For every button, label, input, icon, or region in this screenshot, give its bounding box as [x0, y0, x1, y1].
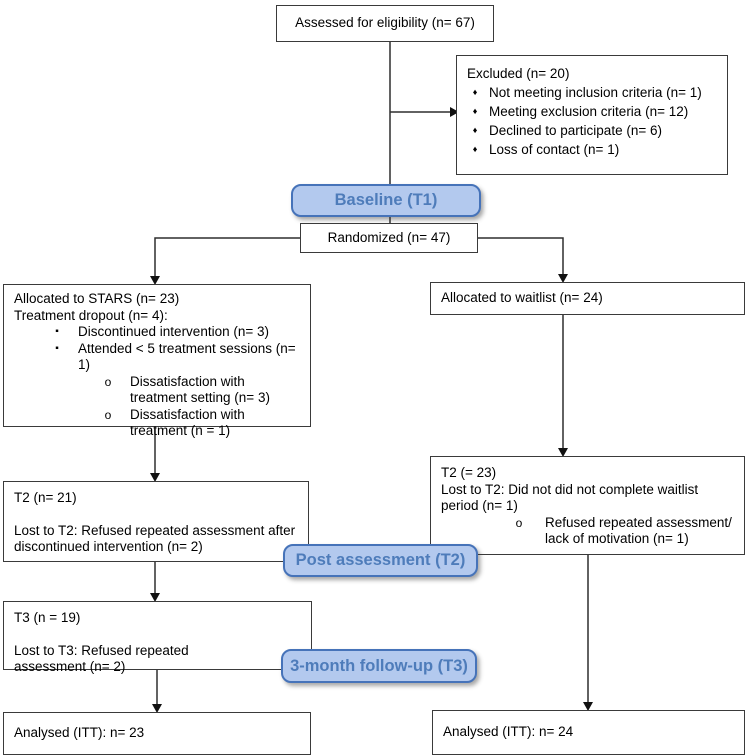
alloc-stars-subitem: o Dissatisfaction with treatment (n = 1): [14, 407, 300, 440]
excluded-item-text: Meeting exclusion criteria (n= 12): [489, 104, 689, 119]
box-allocated-waitlist: Allocated to waitlist (n= 24): [430, 282, 745, 315]
t2-waitlist-line2: Lost to T2: Did not did not complete wai…: [441, 481, 699, 514]
t2-waitlist-item-text: Refused repeated assessment/ lack of mot…: [545, 514, 732, 547]
alloc-stars-line2: Treatment dropout (n= 4):: [14, 307, 168, 323]
excluded-item-text: Loss of contact (n= 1): [489, 142, 620, 157]
line-randomized-to-stars: [154, 237, 306, 277]
circle-bullet-icon: o: [515, 515, 523, 530]
line-randomized-to-waitlist: [472, 237, 564, 275]
box-t2-waitlist: T2 (= 23) Lost to T2: Did not did not co…: [430, 456, 745, 555]
alloc-stars-item: ▪ Discontinued intervention (n= 3): [14, 324, 300, 341]
alloc-stars-item-text: Discontinued intervention (n= 3): [78, 324, 269, 339]
alloc-stars-line1: Allocated to STARS (n= 23): [14, 291, 180, 306]
analysed-waitlist-text: Analysed (ITT): n= 24: [443, 724, 574, 740]
arrowhead-t2-stars: [150, 473, 160, 482]
arrowhead-stars: [150, 276, 160, 285]
excluded-item: ♦ Not meeting inclusion criteria (n= 1): [467, 83, 717, 102]
excluded-item: ♦ Meeting exclusion criteria (n= 12): [467, 102, 717, 121]
milestone-post-assessment: Post assessment (T2): [283, 544, 478, 577]
diamond-bullet-icon: ♦: [472, 125, 478, 135]
excluded-item-text: Not meeting inclusion criteria (n= 1): [489, 85, 702, 100]
box-excluded: Excluded (n= 20) ♦ Not meeting inclusion…: [456, 55, 728, 175]
excluded-item-text: Declined to participate (n= 6): [489, 123, 662, 138]
box-assessed: Assessed for eligibility (n= 67): [276, 5, 494, 42]
arrowhead-t3: [150, 593, 160, 602]
box-randomized: Randomized (n= 47): [300, 223, 478, 253]
diamond-bullet-icon: ♦: [472, 106, 478, 116]
randomized-text: Randomized (n= 47): [327, 229, 451, 245]
arrowhead-analysed-stars: [152, 704, 162, 713]
box-analysed-waitlist: Analysed (ITT): n= 24: [432, 710, 745, 755]
spacer: [14, 507, 298, 523]
box-t3-stars: T3 (n = 19) Lost to T3: Refused repeated…: [3, 601, 312, 674]
t2-stars-line1: T2 (n= 21): [14, 490, 77, 505]
arrowhead-waitlist: [558, 274, 568, 283]
assessed-text: Assessed for eligibility (n= 67): [295, 15, 475, 31]
alloc-waitlist-text: Allocated to waitlist (n= 24): [441, 290, 603, 306]
arrowhead-analysed-waitlist: [583, 702, 593, 711]
t2-stars-line2: Lost to T2: Refused repeated assessment …: [14, 522, 296, 555]
box-t2-stars: T2 (n= 21) Lost to T2: Refused repeated …: [3, 481, 309, 562]
analysed-stars-text: Analysed (ITT): n= 23: [14, 725, 145, 741]
box-analysed-stars: Analysed (ITT): n= 23: [3, 712, 311, 755]
followup-label: 3-month follow-up (T3): [290, 656, 468, 675]
spacer: [14, 627, 301, 643]
t3-stars-line2: Lost to T3: Refused repeated assessment …: [14, 642, 189, 675]
excluded-item: ♦ Declined to participate (n= 6): [467, 121, 717, 140]
post-assessment-label: Post assessment (T2): [295, 551, 466, 570]
circle-bullet-icon: o: [104, 374, 112, 389]
alloc-stars-subitem-text: Dissatisfaction with treatment setting (…: [130, 373, 270, 406]
square-bullet-icon: ▪: [55, 342, 59, 354]
alloc-stars-subitem: o Dissatisfaction with treatment setting…: [14, 374, 300, 407]
milestone-baseline: Baseline (T1): [291, 184, 481, 217]
square-bullet-icon: ▪: [55, 326, 59, 337]
alloc-stars-subitem-text: Dissatisfaction with treatment (n = 1): [130, 406, 245, 439]
diamond-bullet-icon: ♦: [472, 144, 478, 154]
alloc-stars-item: ▪ Attended < 5 treatment sessions (n= 1): [14, 341, 300, 374]
alloc-stars-item-text: Attended < 5 treatment sessions (n= 1): [78, 340, 296, 373]
t2-waitlist-item: o Refused repeated assessment/ lack of m…: [441, 515, 734, 548]
excluded-title: Excluded (n= 20): [467, 66, 570, 81]
baseline-label: Baseline (T1): [334, 191, 438, 210]
box-allocated-stars: Allocated to STARS (n= 23) Treatment dro…: [3, 284, 311, 438]
excluded-item: ♦ Loss of contact (n= 1): [467, 140, 717, 159]
milestone-followup: 3-month follow-up (T3): [281, 649, 477, 683]
circle-bullet-icon: o: [104, 407, 112, 422]
t2-waitlist-line1: T2 (= 23): [441, 465, 497, 480]
arrowhead-t2-waitlist: [558, 448, 568, 457]
t3-stars-line1: T3 (n = 19): [14, 610, 81, 625]
arrowhead-excluded: [450, 107, 459, 117]
diamond-bullet-icon: ♦: [472, 87, 478, 97]
